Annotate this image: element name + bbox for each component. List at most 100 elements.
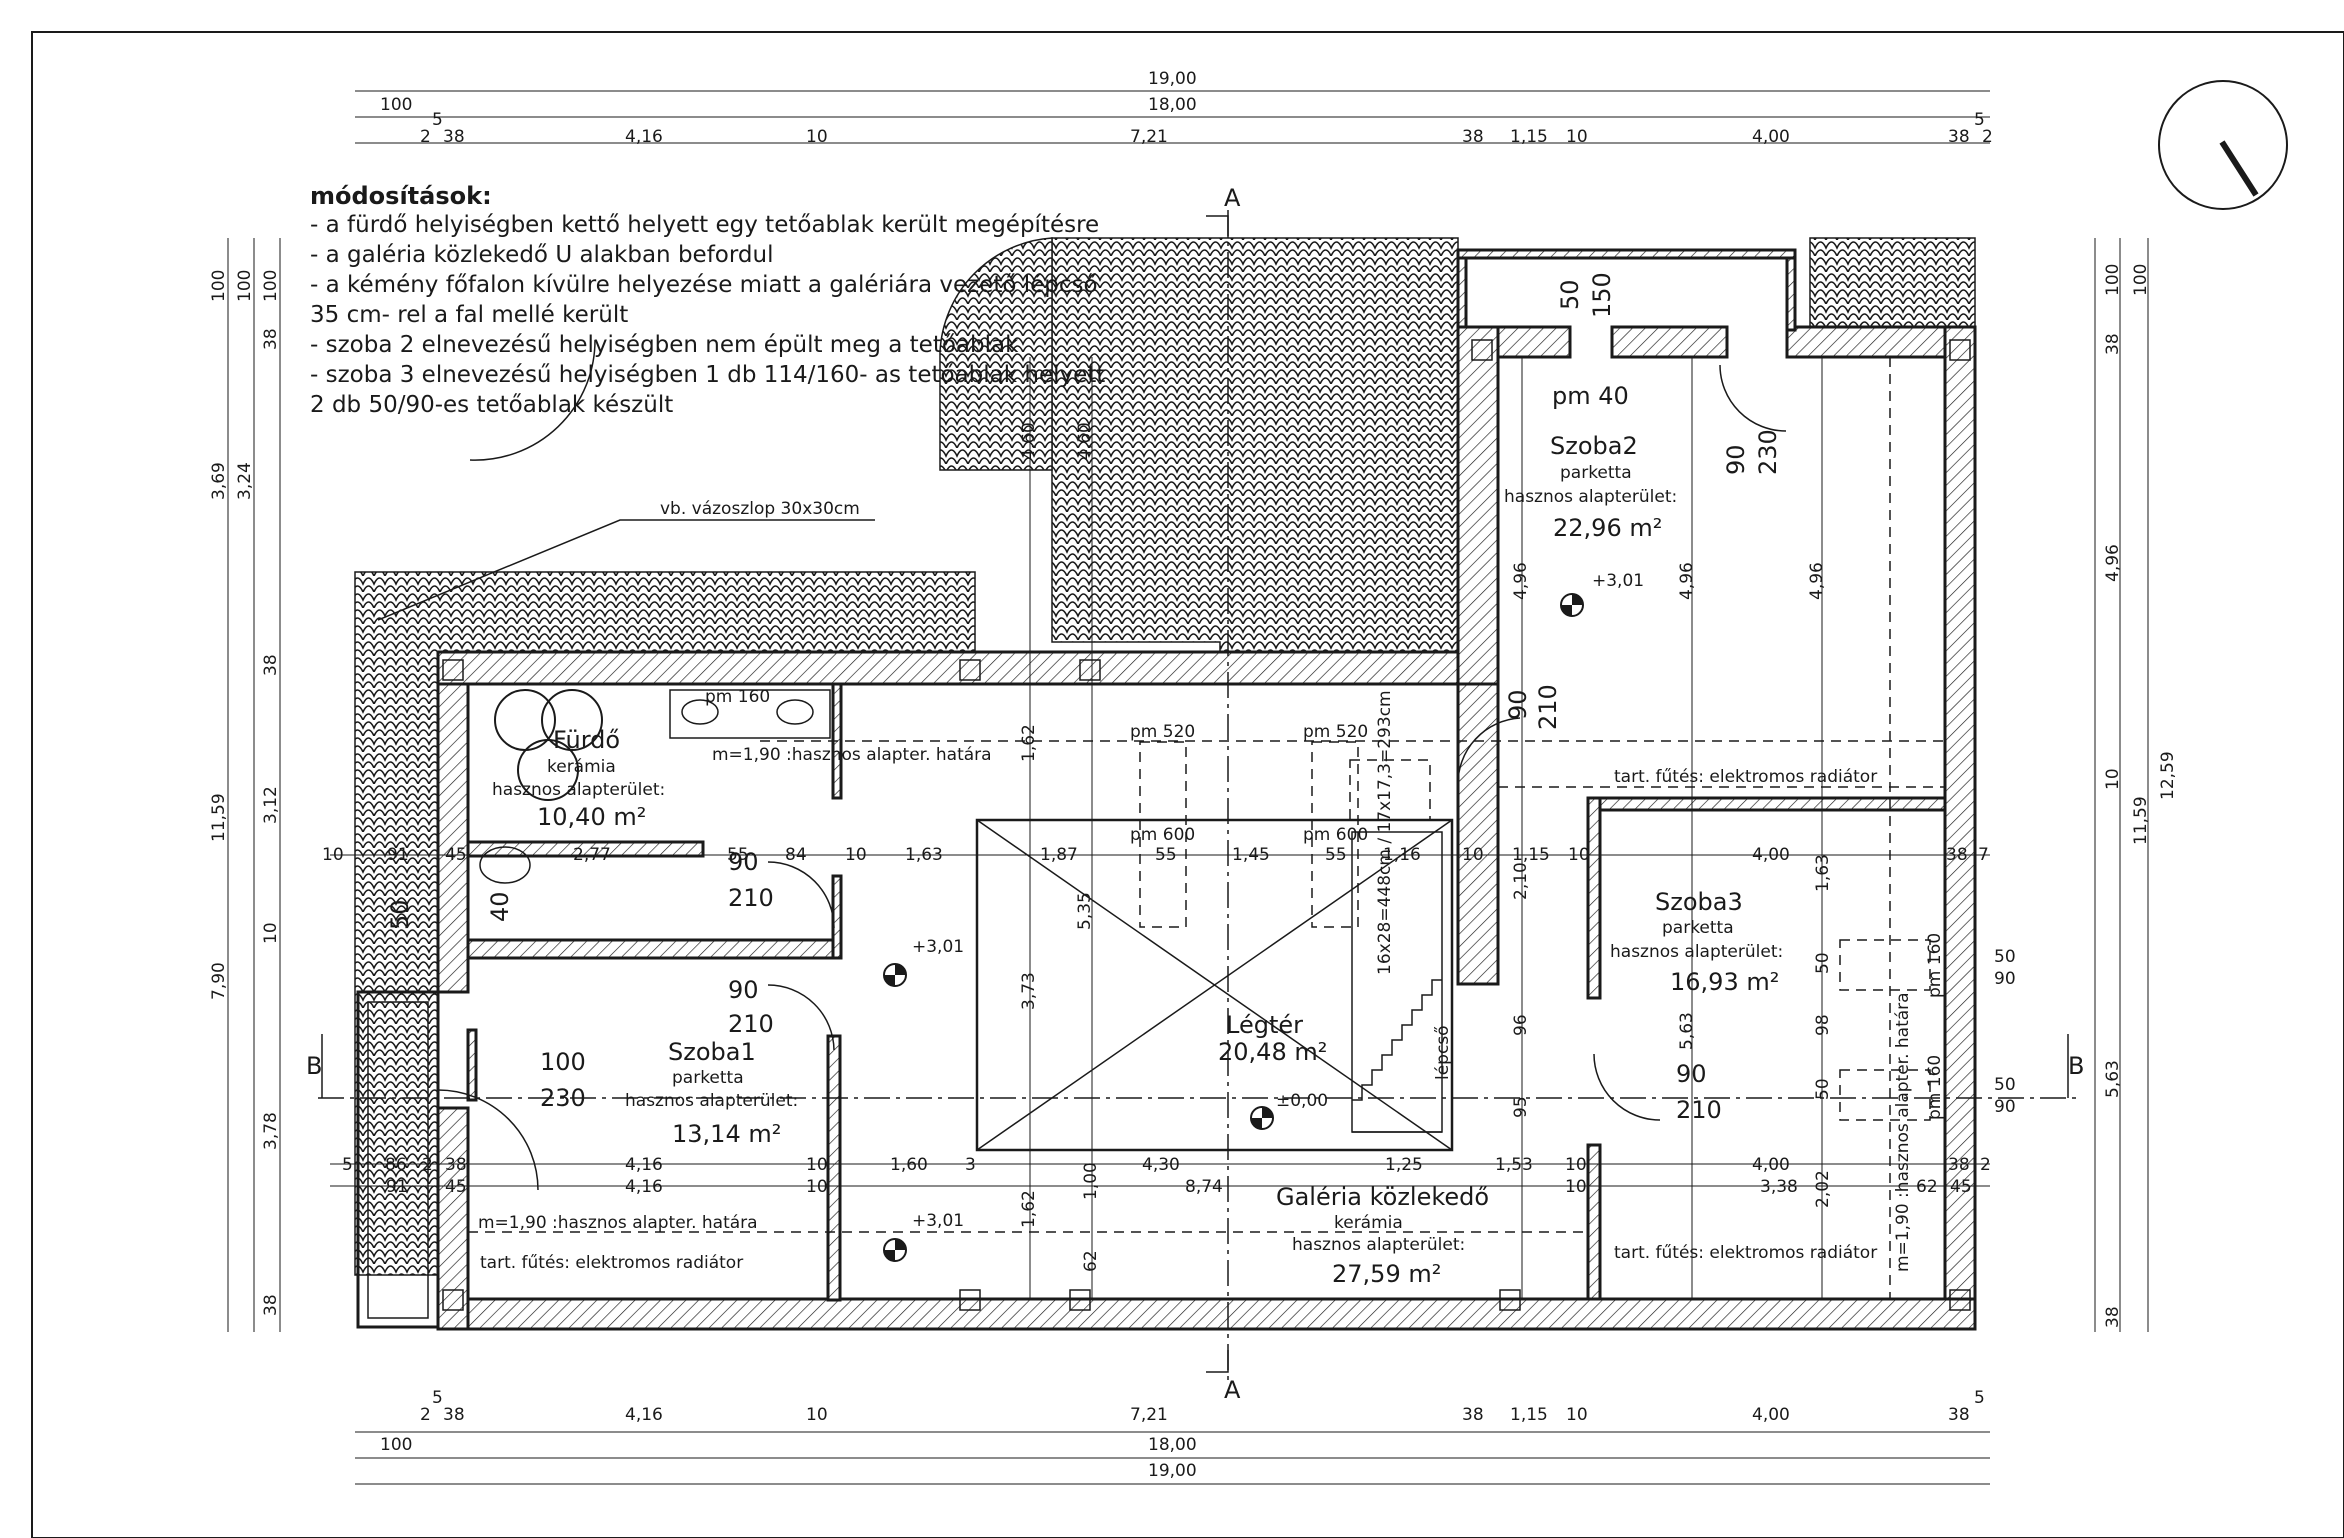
svg-text:10: 10 xyxy=(1565,1177,1587,1197)
room-furdo: Fürdő kerámia hasznos alapterület: 10,40… xyxy=(492,726,665,831)
room-name: Fürdő xyxy=(553,726,620,754)
bottom-dimensions: 5 2 38 4,16 10 7,21 38 1,15 10 4,00 38 5… xyxy=(380,1388,1985,1481)
svg-text:90: 90 xyxy=(728,848,759,876)
svg-text:4,00: 4,00 xyxy=(1752,127,1790,147)
svg-text:100: 100 xyxy=(380,95,412,115)
room-legter: Légtér 20,48 m² xyxy=(1218,1011,1327,1066)
room-name: Szoba2 xyxy=(1550,432,1638,460)
svg-text:100: 100 xyxy=(380,1435,412,1455)
inner-dimensions-row3: 91 45 4,16 10 8,74 10 3,38 62 45 xyxy=(386,1177,1972,1197)
notes-line: - szoba 2 elnevezésű helyiségben nem épü… xyxy=(310,332,1019,358)
svg-text:10: 10 xyxy=(1462,845,1484,865)
svg-text:+3,01: +3,01 xyxy=(1592,571,1644,591)
svg-text:90: 90 xyxy=(1994,1097,2016,1117)
svg-text:45: 45 xyxy=(445,1177,467,1197)
svg-text:18,00: 18,00 xyxy=(1148,1435,1197,1455)
bathroom-fixtures xyxy=(479,689,831,884)
svg-text:±0,00: ±0,00 xyxy=(1276,1091,1328,1111)
right-dimensions: 100 100 38 4,96 10 11,59 12,59 5,63 38 xyxy=(2103,264,2178,1328)
svg-text:10: 10 xyxy=(806,127,828,147)
svg-text:1,63: 1,63 xyxy=(1813,854,1833,892)
svg-text:40: 40 xyxy=(486,891,514,922)
svg-text:m=1,90 :hasznos alapter. határ: m=1,90 :hasznos alapter. határa xyxy=(712,745,992,765)
svg-text:100: 100 xyxy=(2103,264,2123,296)
svg-text:2: 2 xyxy=(422,1155,433,1175)
dimension-lines xyxy=(227,90,2149,1485)
svg-text:3,38: 3,38 xyxy=(1760,1177,1798,1197)
room-area: 22,96 m² xyxy=(1553,514,1662,542)
svg-text:230: 230 xyxy=(540,1084,586,1112)
svg-text:A: A xyxy=(1224,1376,1241,1404)
svg-text:tart. fűtés: elektromos radiát: tart. fűtés: elektromos radiátor xyxy=(480,1253,743,1273)
svg-text:+3,01: +3,01 xyxy=(912,937,964,957)
svg-text:4,00: 4,00 xyxy=(1752,1405,1790,1425)
room-area: 13,14 m² xyxy=(672,1120,781,1148)
svg-text:4,16: 4,16 xyxy=(625,1177,663,1197)
svg-text:3,73: 3,73 xyxy=(1019,972,1039,1010)
svg-text:2: 2 xyxy=(420,1405,431,1425)
svg-text:84: 84 xyxy=(785,845,807,865)
svg-text:10: 10 xyxy=(261,922,281,944)
column-markers xyxy=(442,339,1971,1311)
svg-text:100: 100 xyxy=(2131,264,2151,296)
notes-heading: módosítások: xyxy=(310,182,492,210)
room-finish: kerámia xyxy=(1334,1213,1403,1233)
svg-text:55: 55 xyxy=(1325,845,1347,865)
svg-text:+3,01: +3,01 xyxy=(912,1211,964,1231)
room-szoba2: Szoba2 parketta hasznos alapterület: 22,… xyxy=(1504,432,1677,542)
svg-text:100: 100 xyxy=(540,1048,586,1076)
room-name: Szoba1 xyxy=(668,1038,756,1066)
svg-text:3,69: 3,69 xyxy=(209,462,229,500)
inner-dimensions-vertical: 1,62 3,73 5,35 4,60 4,60 1,62 62 1,00 2,… xyxy=(1019,422,1833,1272)
svg-text:8,74: 8,74 xyxy=(1185,1177,1223,1197)
svg-text:45: 45 xyxy=(1950,1177,1972,1197)
svg-text:90: 90 xyxy=(1722,444,1750,475)
svg-text:10: 10 xyxy=(1568,845,1590,865)
room-name: Szoba3 xyxy=(1655,888,1743,916)
svg-text:1,62: 1,62 xyxy=(1019,724,1039,762)
svg-text:90: 90 xyxy=(728,976,759,1004)
room-galeria: Galéria közlekedő kerámia hasznos alapte… xyxy=(1276,1183,1489,1288)
svg-text:62: 62 xyxy=(1081,1250,1101,1272)
svg-text:210: 210 xyxy=(1676,1096,1722,1124)
svg-text:91: 91 xyxy=(387,845,409,865)
svg-text:1,00: 1,00 xyxy=(1081,1162,1101,1200)
svg-text:55: 55 xyxy=(727,845,749,865)
svg-text:5,63: 5,63 xyxy=(2103,1060,2123,1098)
svg-text:98: 98 xyxy=(1813,1014,1833,1036)
svg-text:3,24: 3,24 xyxy=(235,462,255,500)
svg-text:lépcső: lépcső xyxy=(1433,1025,1453,1080)
room-area: 10,40 m² xyxy=(537,803,646,831)
boundary-lines xyxy=(468,357,1945,1299)
svg-text:3,12: 3,12 xyxy=(261,786,281,824)
svg-text:90: 90 xyxy=(1994,969,2016,989)
svg-text:10: 10 xyxy=(2103,768,2123,790)
svg-text:1,15: 1,15 xyxy=(1512,845,1550,865)
notes-line: 2 db 50/90-es tetőablak készült xyxy=(310,392,673,418)
walls xyxy=(356,248,1977,1331)
svg-text:4,96: 4,96 xyxy=(2103,544,2123,582)
level-markers xyxy=(883,593,1584,1262)
room-finish: parketta xyxy=(1560,463,1632,483)
notes-line: - a fürdő helyiségben kettő helyett egy … xyxy=(310,212,1099,238)
svg-text:5: 5 xyxy=(1974,110,1985,130)
svg-text:19,00: 19,00 xyxy=(1148,69,1197,89)
svg-text:38: 38 xyxy=(261,654,281,676)
room-finish: parketta xyxy=(672,1068,744,1088)
svg-text:96: 96 xyxy=(1511,1014,1531,1036)
notes-line: - szoba 3 elnevezésű helyiségben 1 db 11… xyxy=(310,362,1105,388)
svg-text:10: 10 xyxy=(1566,1405,1588,1425)
svg-text:38: 38 xyxy=(1948,1405,1970,1425)
svg-text:tart. fűtés: elektromos radiát: tart. fűtés: elektromos radiátor xyxy=(1614,1243,1877,1263)
room-area-label: hasznos alapterület: xyxy=(1292,1235,1465,1255)
svg-text:62: 62 xyxy=(1916,1177,1938,1197)
svg-text:5: 5 xyxy=(432,110,443,130)
svg-text:3,78: 3,78 xyxy=(261,1112,281,1150)
svg-text:1,25: 1,25 xyxy=(1385,1155,1423,1175)
svg-text:2: 2 xyxy=(420,127,431,147)
svg-text:10: 10 xyxy=(322,845,344,865)
svg-text:pm 160: pm 160 xyxy=(1925,1055,1945,1120)
svg-text:1,87: 1,87 xyxy=(1040,845,1078,865)
svg-text:B: B xyxy=(2068,1052,2084,1080)
svg-text:100: 100 xyxy=(209,270,229,302)
